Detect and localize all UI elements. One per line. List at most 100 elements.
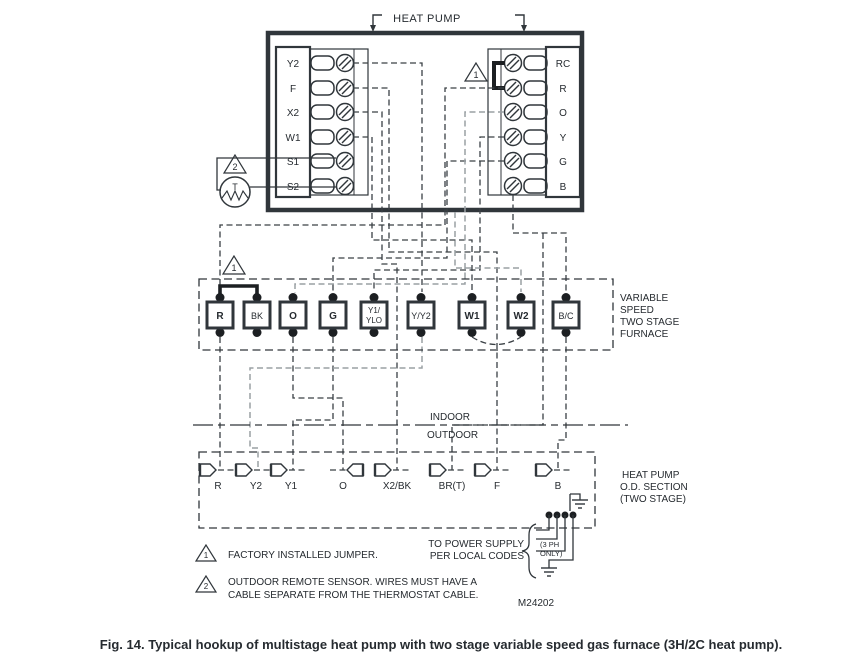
terminal-connector <box>310 153 335 169</box>
thermostat-outline <box>265 30 585 213</box>
terminal-label-s1: S1 <box>287 157 300 168</box>
wire-y-to-y1ylo <box>373 136 504 292</box>
wire-b-to-bc <box>512 195 567 292</box>
screw-icon <box>503 78 523 98</box>
note-marker-2 <box>194 574 218 593</box>
screw-icon <box>335 78 355 98</box>
terminal-label-rc: RC <box>556 59 570 70</box>
power-wire <box>536 515 566 552</box>
terminal-connector <box>523 153 548 169</box>
wire-f-to-outdoor-f <box>353 87 498 470</box>
furnace-label-line1: VARIABLE <box>620 293 668 304</box>
furnace-to-outdoor-wiring <box>219 336 567 470</box>
terminal-connector <box>310 55 335 71</box>
thermostat-box: Y2 F X2 W1 S1 S2 RC R O Y <box>265 30 585 213</box>
power-ground-wire <box>548 515 574 568</box>
screw-icon <box>335 53 355 73</box>
furnace-terminal-w2: W2 <box>514 311 529 322</box>
sensor-wire <box>216 157 336 191</box>
phase-note-line2: ONLY) <box>540 549 563 558</box>
screw-icon <box>335 127 355 147</box>
furnace-terminal-o: O <box>289 311 297 322</box>
note-2-text-line2: CABLE SEPARATE FROM THE THERMOSTAT CABLE… <box>228 590 478 601</box>
wire-x2-to-x2bk <box>353 111 398 470</box>
wire-yy2-to-outdoor-y2 <box>249 337 423 470</box>
furnace-label: VARIABLE SPEED TWO STAGE FURNACE <box>620 293 680 340</box>
power-supply-detail: TO POWER SUPPLY PER LOCAL CODES (3 PH ON… <box>428 493 589 609</box>
arrow-down-icon <box>521 25 527 32</box>
outdoor-terminal-y1: Y1 <box>285 481 298 492</box>
outdoor-section-label: HEAT PUMP O.D. SECTION (TWO STAGE) <box>620 470 688 505</box>
spade-terminal-icon <box>534 462 554 478</box>
furnace-terminal-g: G <box>329 311 337 322</box>
spade-terminal-icon <box>473 462 493 478</box>
wire-to-outdoor-y1 <box>292 337 334 470</box>
screw-icon <box>335 102 355 122</box>
note-1: 1 FACTORY INSTALLED JUMPER. <box>194 543 378 562</box>
terminal-connector <box>310 178 335 194</box>
outdoor-terminal-r: R <box>214 481 221 492</box>
furnace-label-line2: SPEED <box>620 305 654 316</box>
marker-number: 1 <box>204 551 209 560</box>
furnace-terminal-y1-line1: Y1/ <box>368 306 381 315</box>
spade-terminal-icon <box>198 462 218 478</box>
outdoor-terminal-brt: BR(T) <box>439 481 466 492</box>
terminal-label-strip <box>274 45 312 199</box>
outdoor-terminal-o: O <box>339 481 347 492</box>
thermostat-wiring <box>219 62 567 470</box>
screw-icon <box>503 53 523 73</box>
doc-number: M24202 <box>518 598 555 609</box>
wire-furnace-o-to-outdoor-o <box>292 337 344 470</box>
terminal-connector <box>310 80 335 96</box>
phase-note-line1: (3 PH <box>540 540 559 549</box>
power-wire <box>536 515 558 540</box>
screw-icon <box>503 176 523 196</box>
terminal-label-x2: X2 <box>287 108 300 119</box>
note-1-text: FACTORY INSTALLED JUMPER. <box>228 550 378 561</box>
note-marker-1: 1 <box>221 254 247 275</box>
furnace-section: 1 R BK O G Y1/ YLO Y/Y2 W1 W2 B/C VARIAB… <box>198 254 680 351</box>
outdoor-dashed-outline <box>198 451 596 529</box>
bracket-left <box>372 14 382 26</box>
wire-y2-to-yy2 <box>353 62 423 292</box>
ground-icon <box>540 567 558 577</box>
r-bk-jumper <box>218 284 259 297</box>
thermostat-right-terminal-block: RC R O Y G B <box>487 45 582 199</box>
brace-icon <box>521 523 537 579</box>
screw-icon <box>503 151 523 171</box>
wire-bc-to-outdoor-b <box>557 337 567 470</box>
indoor-outdoor-divider: INDOOR OUTDOOR <box>193 412 628 441</box>
power-wire <box>536 515 550 531</box>
screw-icon <box>335 176 355 196</box>
indoor-label: INDOOR <box>430 412 470 423</box>
od-label-line3: (TWO STAGE) <box>620 494 686 505</box>
outdoor-terminal-f: F <box>494 481 500 492</box>
outdoor-remote-sensor: 2 T <box>216 153 336 208</box>
spade-terminal-icon <box>234 462 254 478</box>
furnace-terminal-bc: B/C <box>558 311 574 321</box>
outdoor-label: OUTDOOR <box>427 430 478 441</box>
figure-caption: Fig. 14. Typical hookup of multistage he… <box>100 637 782 652</box>
heat-pump-callout: HEAT PUMP <box>370 13 527 32</box>
terminal-connector <box>523 178 548 194</box>
outdoor-terminal-x2bk: X2/BK <box>383 481 412 492</box>
power-supply-label-line1: TO POWER SUPPLY <box>428 539 524 550</box>
marker-number: 2 <box>232 162 237 172</box>
furnace-terminal-y1-line2: YLO <box>366 316 382 325</box>
terminal-connector <box>523 80 548 96</box>
note-marker-1: 1 <box>463 61 489 82</box>
note-marker-1 <box>194 543 218 562</box>
od-label-line1: HEAT PUMP <box>622 470 680 481</box>
wire-to-furnace-w2 <box>454 212 522 292</box>
terminal-label-b: B <box>560 182 567 193</box>
bracket-right <box>515 14 525 26</box>
marker-number: 2 <box>204 582 209 591</box>
sensor-symbol: T <box>232 182 238 192</box>
power-supply-label-line2: PER LOCAL CODES <box>430 551 524 562</box>
wire-o-to-furnace-o <box>294 111 504 293</box>
terminal-connector <box>523 104 548 120</box>
note-marker-2 <box>222 153 248 174</box>
marker-number: 1 <box>473 70 478 80</box>
wire-w1-to-furnace-w1 <box>353 136 473 292</box>
